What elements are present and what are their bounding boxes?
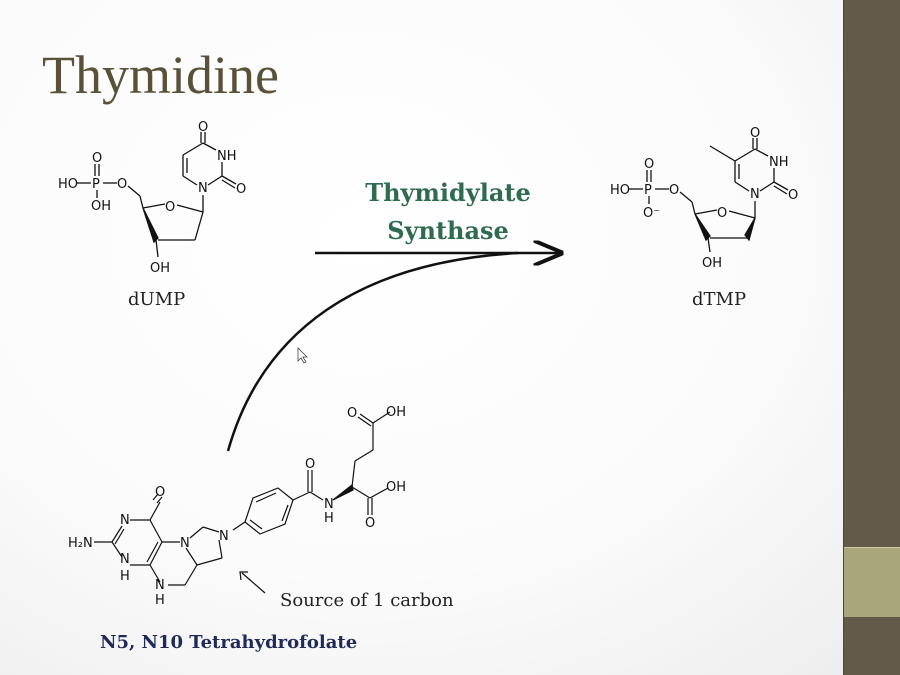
svg-text:O: O [365,516,375,531]
svg-text:O: O [788,188,798,203]
one-carbon-annotation: Source of 1 carbon [280,590,454,611]
cofactor-label: N5, N10 Tetrahydrofolate [100,632,358,653]
folate-atom-labels: H₂N N N H O N N H N O N H O OH OH O [68,405,406,608]
dtmp-structure [629,138,789,253]
svg-text:OH: OH [702,256,722,271]
svg-text:HO: HO [610,183,630,198]
svg-text:N: N [324,497,334,512]
svg-text:O: O [198,120,208,135]
svg-text:NH: NH [769,155,789,170]
svg-text:O⁻: O⁻ [643,206,660,221]
slide-title: Thymidine [42,45,279,105]
slide-sidebar [843,0,900,675]
cofactor-curve-arrow [226,251,519,452]
mouse-cursor-icon [297,347,308,364]
svg-text:P: P [92,177,100,192]
svg-text:P: P [644,183,652,198]
svg-text:OH: OH [91,199,111,214]
enzyme-line-2: Synthase [387,216,509,245]
svg-text:O: O [750,126,760,141]
svg-text:H: H [155,593,165,608]
svg-text:N: N [198,181,208,196]
dump-label: dUMP [128,289,186,310]
svg-text:OH: OH [150,261,170,276]
svg-text:H: H [324,511,334,526]
enzyme-line-1: Thymidylate [365,178,531,207]
svg-text:OH: OH [386,480,406,495]
svg-text:O: O [155,485,165,500]
svg-text:NH: NH [217,149,237,164]
svg-text:O: O [644,157,654,172]
svg-text:N: N [120,552,130,567]
svg-text:N: N [750,187,760,202]
enzyme-label: Thymidylate Synthase [330,174,566,250]
svg-text:N: N [219,529,229,544]
svg-text:O: O [347,406,357,421]
svg-text:O: O [165,200,175,215]
dtmp-atom-labels: HO P O O⁻ O O OH N NH O O [610,126,798,271]
svg-text:O: O [236,182,246,197]
svg-text:N: N [155,578,165,593]
svg-text:O: O [305,457,315,472]
folate-structure [94,411,391,594]
svg-text:O: O [92,151,102,166]
svg-text:N: N [120,513,130,528]
dump-atom-labels: HO P O OH O O OH N NH O O [58,120,246,276]
sidebar-accent-block [844,547,900,617]
dtmp-label: dTMP [692,289,747,310]
svg-text:HO: HO [58,177,78,192]
svg-text:N: N [180,536,190,551]
svg-text:H₂N: H₂N [68,536,93,551]
svg-text:O: O [669,183,679,198]
svg-text:O: O [117,177,127,192]
svg-text:H: H [120,569,130,584]
svg-text:OH: OH [386,405,406,420]
dump-structure [77,132,237,258]
svg-text:O: O [717,206,727,221]
